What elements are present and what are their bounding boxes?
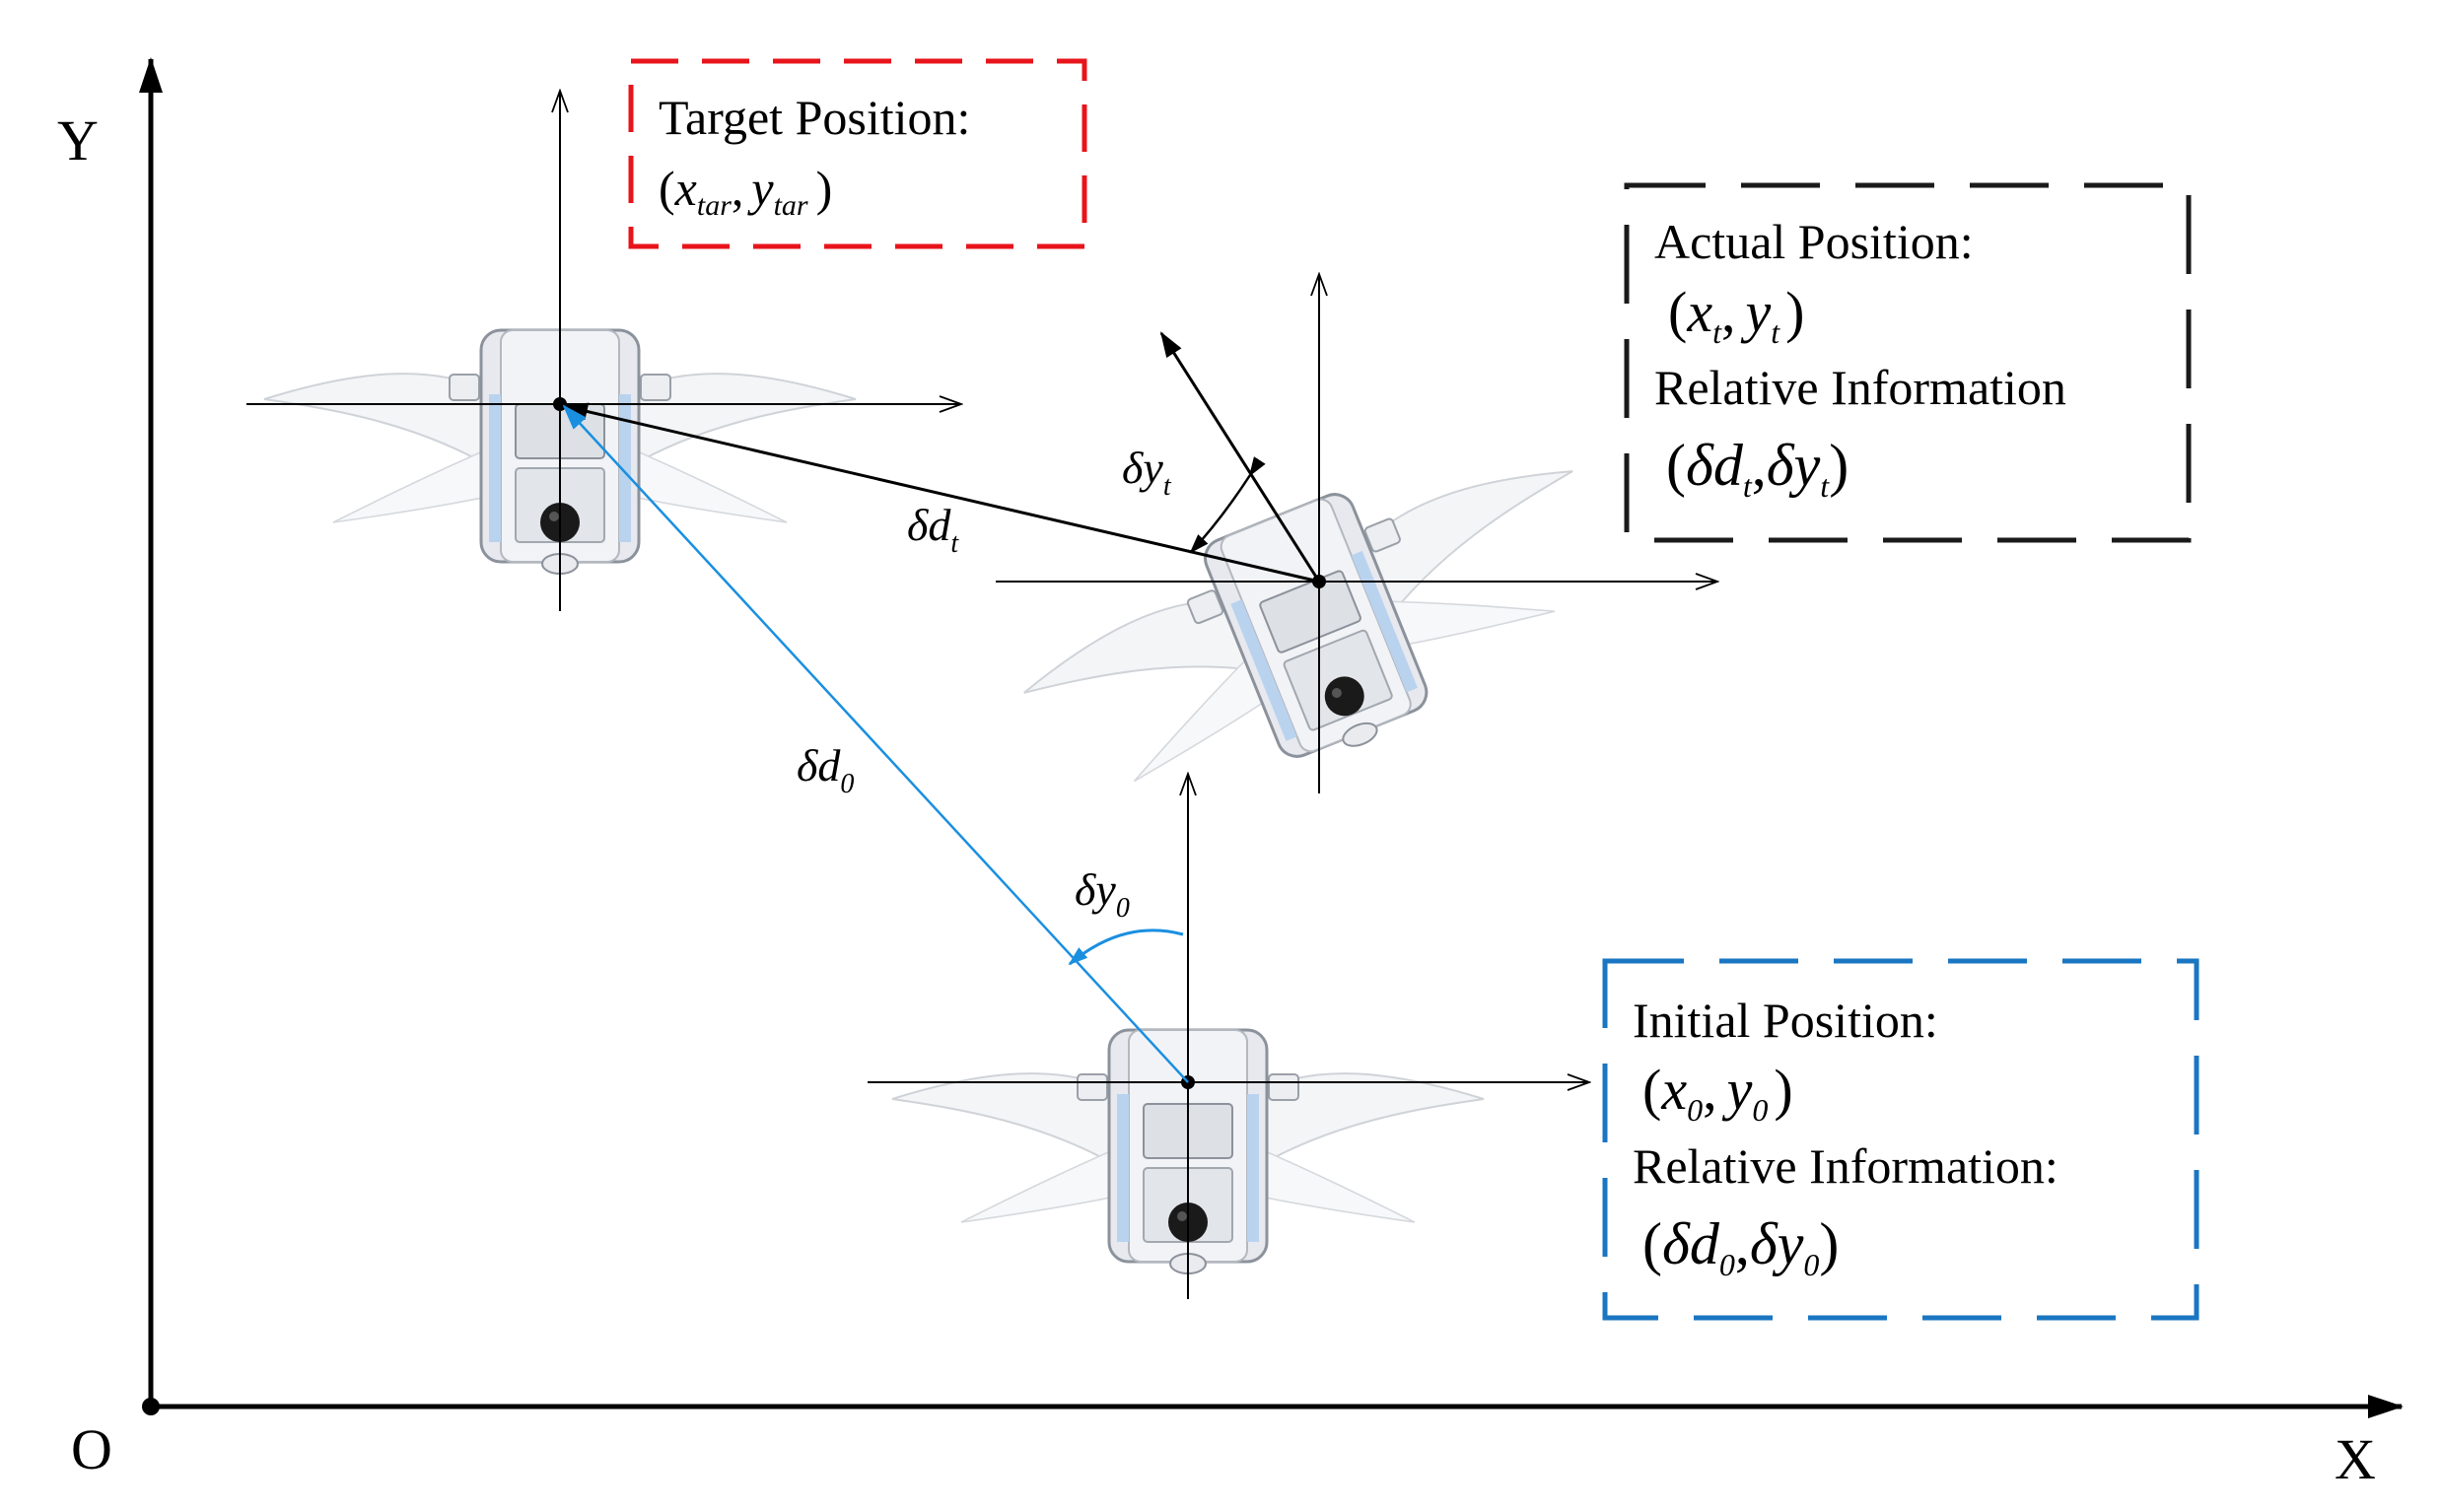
delta-d-t-label: δdt <box>907 500 959 559</box>
initial-position-coords: (x0,y0) <box>1642 1058 1793 1128</box>
delta-y-t-label: δyt <box>1122 443 1172 502</box>
actual-position-title: Actual Position: <box>1654 214 1974 269</box>
delta-d-0-label: δd0 <box>797 740 854 799</box>
initial-relative-values: (δd0,δy0) <box>1642 1211 1839 1282</box>
actual-position-box <box>1624 182 2192 543</box>
initial-relative-label: Relative Information: <box>1633 1138 2058 1194</box>
target-position-title: Target Position: <box>659 90 970 145</box>
delta-y-0-arc <box>1068 928 1184 966</box>
target-position-box <box>628 58 1087 249</box>
origin-point <box>142 1398 160 1415</box>
origin-label: O <box>71 1417 112 1481</box>
delta-y-t-arc <box>1189 456 1266 554</box>
y-axis-label: Y <box>57 108 99 172</box>
delta-d-0-vector <box>562 404 1189 1083</box>
target-position-coords: (xtar,ytar) <box>659 161 832 222</box>
robot-actual-icon <box>997 405 1640 857</box>
actual-relative-label: Relative Information <box>1654 360 2066 415</box>
initial-position-title: Initial Position: <box>1633 993 1938 1048</box>
actual-relative-values: (δdt,δyt) <box>1666 433 1849 504</box>
initial-position-box <box>1602 958 2199 1321</box>
x-axis-label: X <box>2335 1427 2376 1491</box>
target-center-point <box>553 397 567 411</box>
actual-position-coords: (xt,yt) <box>1668 280 1804 350</box>
delta-y-0-label: δy0 <box>1075 864 1130 924</box>
